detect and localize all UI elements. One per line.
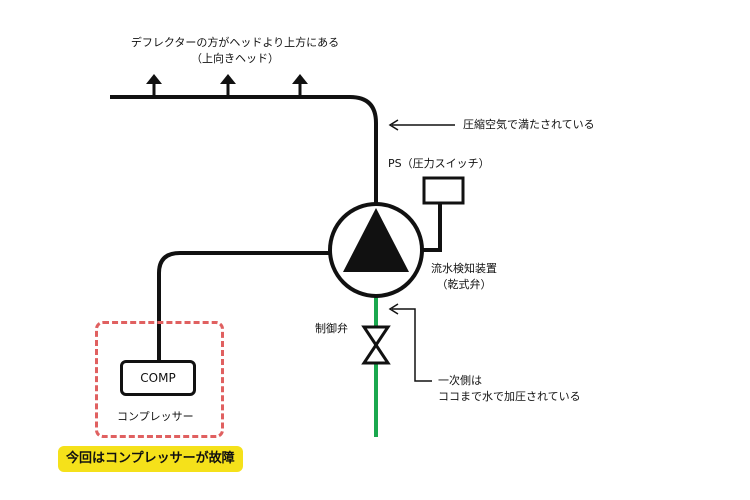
primary-side-label-line1: 一次側は	[438, 374, 482, 387]
compressor-pipe	[157, 251, 333, 362]
sprinkler-head-1	[146, 74, 162, 97]
flow-detector-label-line2: （乾式弁）	[436, 278, 492, 291]
compressor-box: COMP	[120, 360, 196, 396]
control-valve-label: 制御弁	[315, 322, 348, 335]
pressure-switch-label: PS（圧力スイッチ）	[388, 157, 490, 170]
compressed-air-label: 圧縮空気で満たされている	[463, 118, 595, 131]
dry-valve-symbol	[328, 202, 424, 298]
failure-note-badge: 今回はコンプレッサーが故障	[58, 446, 243, 472]
compressed-air-arrow	[388, 119, 455, 131]
deflector-label-line2: （上向きヘッド）	[191, 52, 279, 65]
control-valve-symbol	[361, 325, 391, 365]
compressor-dashed-frame	[95, 321, 224, 438]
primary-side-arrow	[388, 303, 432, 382]
air-pipe-main	[110, 95, 378, 205]
primary-side-label-line2: ココまで水で加圧されている	[438, 390, 581, 403]
pressure-switch-pipe	[418, 203, 442, 252]
deflector-label-line1: デフレクターの方がヘッドより上方にある	[130, 36, 340, 49]
pressure-switch-box	[422, 176, 465, 205]
sprinkler-head-3	[292, 74, 308, 97]
flow-detector-label-line1: 流水検知装置	[431, 262, 497, 275]
sprinkler-head-2	[220, 74, 236, 97]
compressor-caption: コンプレッサー	[117, 410, 194, 423]
